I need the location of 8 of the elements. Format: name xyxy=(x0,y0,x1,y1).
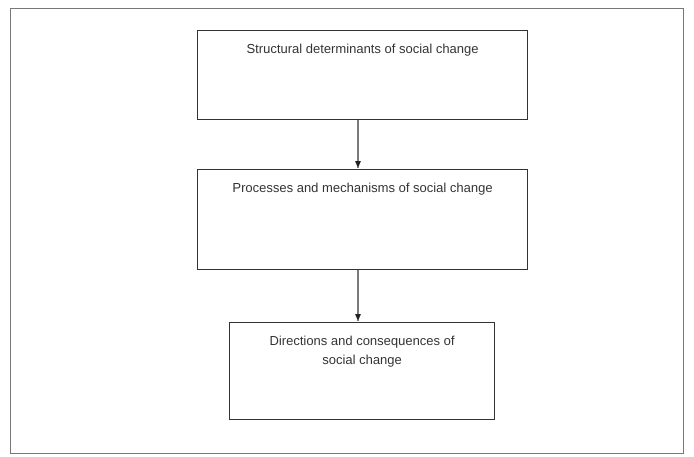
arrow xyxy=(355,120,361,168)
box-label: Processes and mechanisms of social change xyxy=(231,179,494,197)
process-box xyxy=(197,30,528,120)
process-box xyxy=(229,322,495,420)
box-label: Structural determinants of social change xyxy=(246,40,480,58)
process-box xyxy=(197,169,528,270)
box-label: Directions and consequences of social change xyxy=(268,332,456,369)
arrow xyxy=(355,270,361,321)
